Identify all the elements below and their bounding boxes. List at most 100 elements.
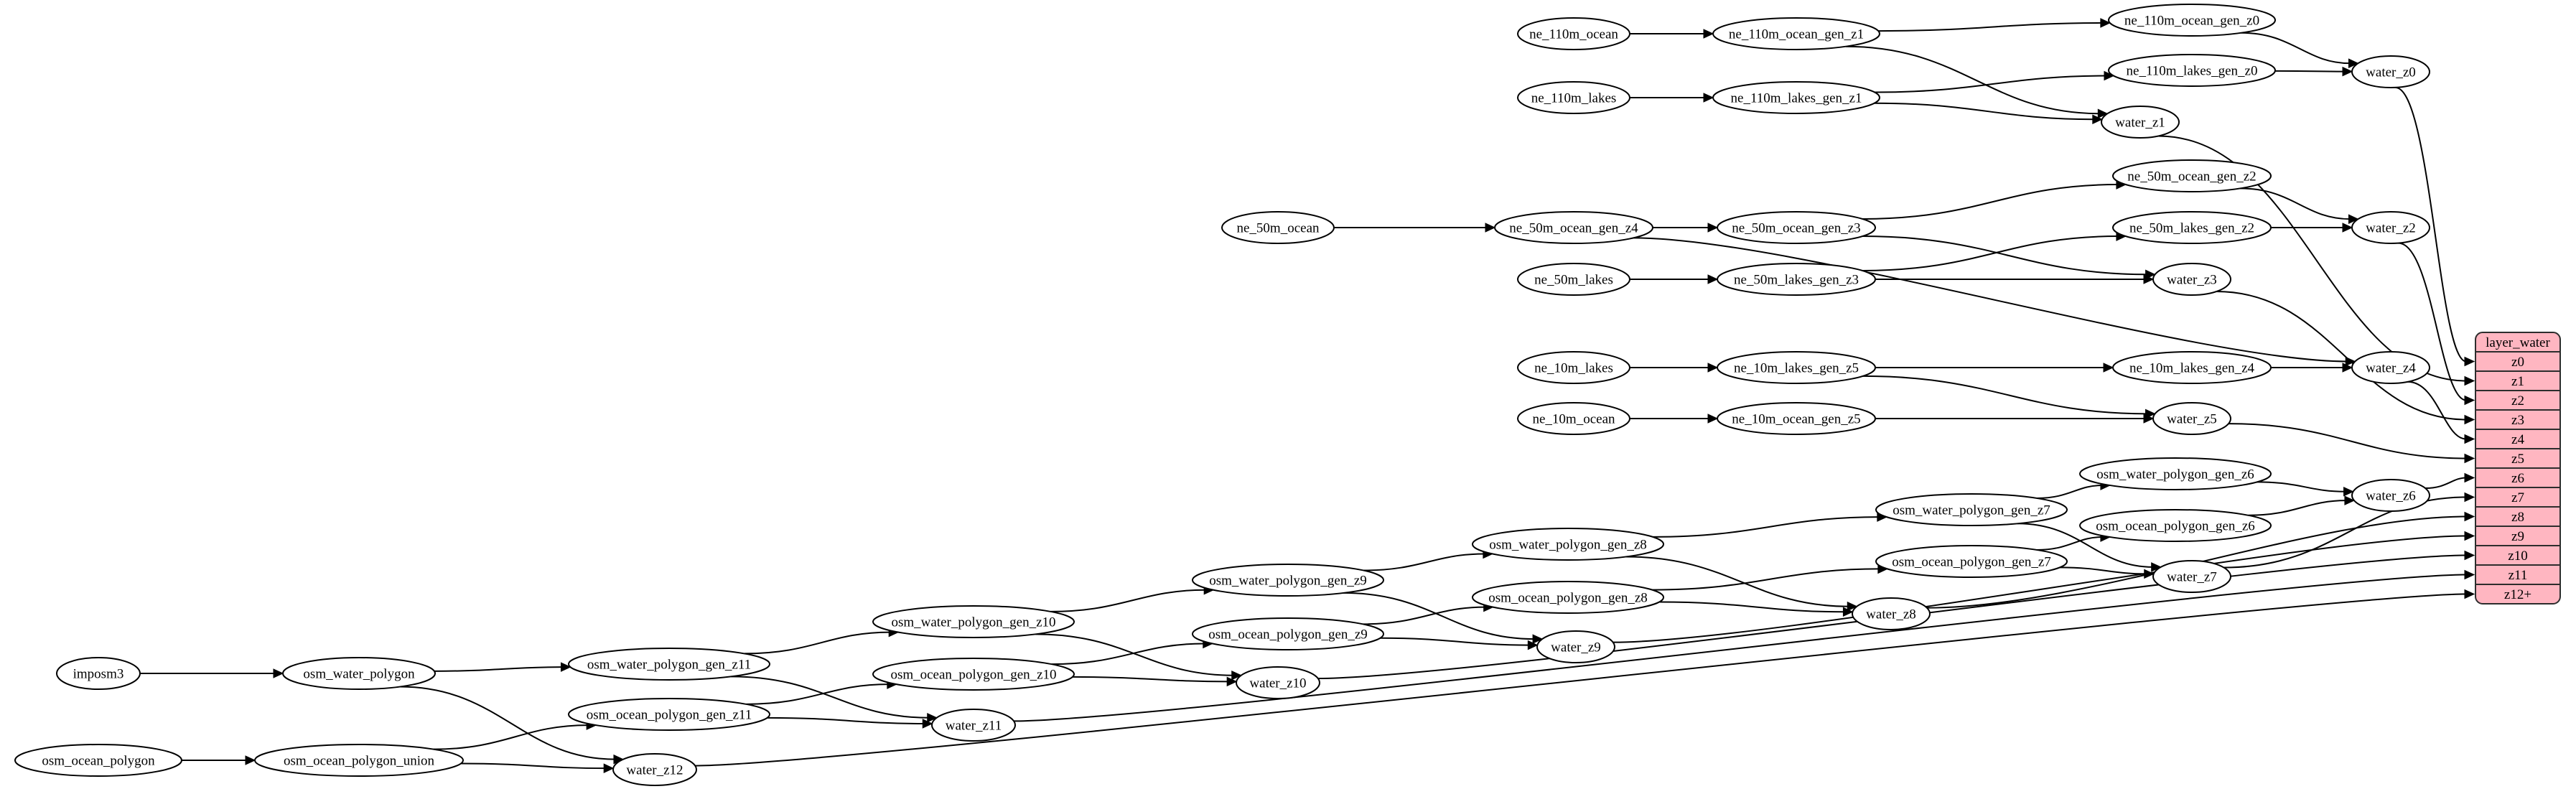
graph-node-ne_10m_ocean_gen_z5[interactable]: ne_10m_ocean_gen_z5 <box>1717 402 1876 435</box>
graph-node-osm_ocean_polygon_gen_z11[interactable]: osm_ocean_polygon_gen_z11 <box>568 698 770 731</box>
graph-node-osm_ocean_polygon_gen_z10[interactable]: osm_ocean_polygon_gen_z10 <box>872 658 1075 691</box>
graph-node-osm_water_polygon_gen_z7[interactable]: osm_water_polygon_gen_z7 <box>1875 493 2068 526</box>
edge-arrowhead <box>2143 414 2155 424</box>
edge-arrowhead <box>1703 93 1714 103</box>
graph-node-osm_ocean_polygon[interactable]: osm_ocean_polygon <box>14 744 182 777</box>
node-label: water_z4 <box>2366 361 2416 376</box>
graph-edge <box>1862 235 2118 271</box>
edge-arrowhead <box>2348 58 2359 68</box>
graph-edge <box>2216 290 2467 421</box>
node-shape <box>1717 211 1876 244</box>
node-shape <box>1517 17 1630 50</box>
edge-arrowhead <box>922 719 933 729</box>
graph-node-water_z0[interactable]: water_z0 <box>2351 55 2430 88</box>
node-shape <box>1536 630 1615 663</box>
edge-arrowhead <box>245 755 256 765</box>
graph-node-ne_110m_ocean_gen_z0[interactable]: ne_110m_ocean_gen_z0 <box>2108 4 2276 37</box>
graph-node-ne_110m_ocean[interactable]: ne_110m_ocean <box>1517 17 1630 50</box>
graph-node-imposm3[interactable]: imposm3 <box>56 657 141 690</box>
node-label: ne_110m_lakes <box>1531 91 1617 106</box>
graph-node-water_z11[interactable]: water_z11 <box>931 709 1016 742</box>
graph-edge <box>1072 676 1229 683</box>
graph-node-water_z12[interactable]: water_z12 <box>612 753 697 786</box>
graph-node-water_z10[interactable]: water_z10 <box>1236 666 1320 699</box>
graph-edge <box>1652 568 1880 591</box>
graph-node-water_z4[interactable]: water_z4 <box>2351 351 2430 384</box>
graph-node-ne_10m_lakes_gen_z5[interactable]: ne_10m_lakes_gen_z5 <box>1717 351 1876 384</box>
graph-node-ne_10m_lakes[interactable]: ne_10m_lakes <box>1517 351 1630 384</box>
graph-node-ne_50m_ocean[interactable]: ne_50m_ocean <box>1221 211 1335 244</box>
graph-node-water_z9[interactable]: water_z9 <box>1536 630 1615 663</box>
graph-node-ne_50m_ocean_gen_z4[interactable]: ne_50m_ocean_gen_z4 <box>1494 211 1653 244</box>
node-label: ne_50m_ocean_gen_z3 <box>1732 221 1860 236</box>
node-shape <box>1472 528 1664 561</box>
graph-edge <box>2395 86 2467 363</box>
graph-node-ne_50m_ocean_gen_z3[interactable]: ne_50m_ocean_gen_z3 <box>1717 211 1876 244</box>
node-label: water_z0 <box>2366 65 2416 80</box>
node-shape <box>282 657 436 690</box>
node-shape <box>1517 81 1630 114</box>
node-label: ne_10m_ocean_gen_z5 <box>1732 412 1860 427</box>
graph-node-osm_water_polygon_gen_z11[interactable]: osm_water_polygon_gen_z11 <box>568 648 770 681</box>
node-label: ne_110m_lakes_gen_z1 <box>1731 91 1862 106</box>
graph-node-osm_water_polygon_gen_z8[interactable]: osm_water_polygon_gen_z8 <box>1472 528 1664 561</box>
graph-edge <box>731 676 929 719</box>
node-label: water_z8 <box>1866 607 1916 622</box>
edge-arrowhead <box>603 763 615 773</box>
graph-node-water_z3[interactable]: water_z3 <box>2152 263 2231 296</box>
edge-arrowhead <box>2143 274 2155 284</box>
node-label: ne_110m_lakes_gen_z0 <box>2127 64 2258 79</box>
graph-node-osm_water_polygon_gen_z6[interactable]: osm_water_polygon_gen_z6 <box>2079 457 2272 490</box>
graph-node-osm_water_polygon[interactable]: osm_water_polygon <box>282 657 436 690</box>
node-shape <box>14 744 182 777</box>
graph-node-ne_50m_lakes_gen_z2[interactable]: ne_50m_lakes_gen_z2 <box>2112 211 2272 244</box>
graph-edge <box>744 631 891 655</box>
edge-arrowhead <box>2464 472 2475 483</box>
graph-node-ne_110m_lakes[interactable]: ne_110m_lakes <box>1517 81 1630 114</box>
graph-edge <box>767 716 925 724</box>
graph-node-water_z2[interactable]: water_z2 <box>2351 211 2430 244</box>
node-shape <box>1712 17 1880 50</box>
node-shape <box>2112 211 2272 244</box>
edge-arrowhead <box>2464 492 2475 503</box>
edge-arrowhead <box>2464 550 2475 561</box>
graph-node-osm_ocean_polygon_union[interactable]: osm_ocean_polygon_union <box>254 744 464 777</box>
graph-node-ne_50m_ocean_gen_z2[interactable]: ne_50m_ocean_gen_z2 <box>2112 159 2272 192</box>
graph-node-ne_10m_ocean[interactable]: ne_10m_ocean <box>1517 402 1630 435</box>
edge-arrowhead <box>2342 363 2353 373</box>
edge-arrowhead <box>2348 214 2359 224</box>
graph-node-ne_50m_lakes[interactable]: ne_50m_lakes <box>1517 263 1630 296</box>
graph-edge <box>2037 536 2102 551</box>
graph-node-ne_10m_lakes_gen_z4[interactable]: ne_10m_lakes_gen_z4 <box>2112 351 2272 384</box>
node-label: osm_water_polygon_gen_z6 <box>2096 467 2254 482</box>
graph-node-osm_ocean_polygon_gen_z8[interactable]: osm_ocean_polygon_gen_z8 <box>1472 581 1664 614</box>
graph-node-ne_110m_lakes_gen_z1[interactable]: ne_110m_lakes_gen_z1 <box>1712 81 1880 114</box>
graph-node-water_z5[interactable]: water_z5 <box>2152 402 2231 435</box>
graph-node-water_z1[interactable]: water_z1 <box>2101 106 2180 139</box>
graph-edge <box>1862 375 2147 415</box>
node-label: water_z10 <box>1249 676 1306 691</box>
graph-node-ne_110m_lakes_gen_z0[interactable]: ne_110m_lakes_gen_z0 <box>2108 54 2276 87</box>
graph-node-osm_ocean_polygon_gen_z6[interactable]: osm_ocean_polygon_gen_z6 <box>2079 509 2272 542</box>
graph-node-osm_ocean_polygon_gen_z7[interactable]: osm_ocean_polygon_gen_z7 <box>1875 545 2068 578</box>
node-shape <box>612 753 697 786</box>
graph-node-water_z7[interactable]: water_z7 <box>2152 560 2231 593</box>
graph-node-osm_water_polygon_gen_z9[interactable]: osm_water_polygon_gen_z9 <box>1192 564 1384 597</box>
node-label: ne_50m_ocean_gen_z2 <box>2127 169 2256 185</box>
graph-node-water_z6[interactable]: water_z6 <box>2351 479 2430 512</box>
node-shape <box>1494 211 1653 244</box>
graph-node-ne_50m_lakes_gen_z3[interactable]: ne_50m_lakes_gen_z3 <box>1717 263 1876 296</box>
graph-node-ne_110m_ocean_gen_z1[interactable]: ne_110m_ocean_gen_z1 <box>1712 17 1880 50</box>
node-label: osm_ocean_polygon_gen_z6 <box>2096 519 2255 534</box>
graph-node-water_z8[interactable]: water_z8 <box>1852 597 1931 630</box>
graph-edge <box>1380 637 1530 646</box>
graph-edge <box>1363 606 1485 625</box>
graph-node-osm_ocean_polygon_gen_z9[interactable]: osm_ocean_polygon_gen_z9 <box>1192 617 1384 650</box>
node-label: ne_50m_lakes <box>1534 273 1613 288</box>
edge-arrowhead <box>2464 356 2475 367</box>
graph-node-osm_water_polygon_gen_z10[interactable]: osm_water_polygon_gen_z10 <box>872 605 1075 638</box>
node-shape <box>1717 351 1876 384</box>
graph-edge <box>1875 75 2106 93</box>
graph-edge <box>1878 22 2102 32</box>
